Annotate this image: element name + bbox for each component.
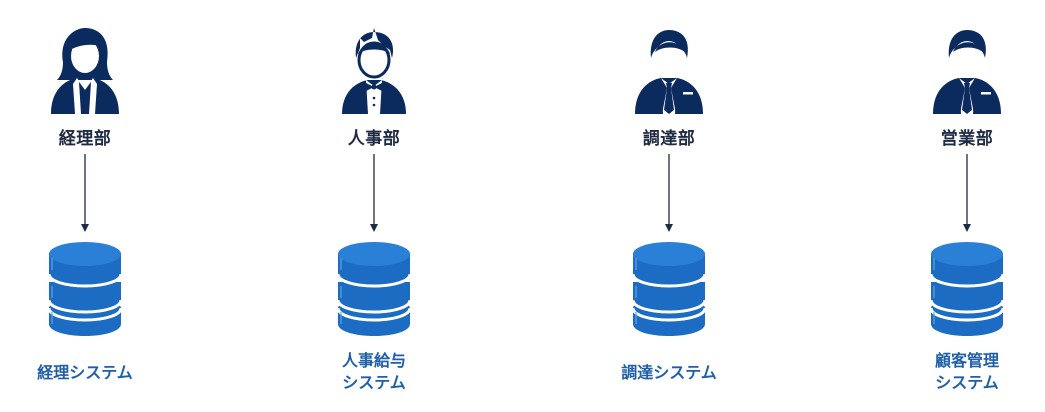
system-label: 経理システム bbox=[37, 363, 133, 382]
man-tie-icon bbox=[927, 24, 1007, 114]
man-bowtie-icon bbox=[334, 24, 414, 114]
arrow-down-icon bbox=[79, 154, 91, 234]
system-label: 人事給与 システム bbox=[341, 351, 406, 392]
department-label: 営業部 bbox=[940, 129, 994, 149]
department-label: 調達部 bbox=[642, 129, 696, 149]
database-icon bbox=[49, 238, 121, 336]
department-column-sales: 営業部 顧客管理 システム bbox=[882, 0, 1045, 412]
arrow-down-icon bbox=[961, 154, 973, 234]
system-label: 調達システム bbox=[621, 363, 717, 382]
department-label: 人事部 bbox=[347, 129, 401, 149]
woman-icon bbox=[45, 24, 125, 114]
department-column-procurement: 調達部 調達システム bbox=[584, 0, 754, 412]
arrow-down-icon bbox=[368, 154, 380, 234]
man-tie-icon bbox=[629, 24, 709, 114]
database-icon bbox=[633, 238, 705, 336]
department-label: 経理部 bbox=[58, 129, 112, 149]
system-label: 顧客管理 システム bbox=[934, 351, 999, 392]
database-icon bbox=[931, 238, 1003, 336]
department-column-accounting: 経理部 経理システム bbox=[0, 0, 170, 412]
department-column-hr: 人事部 人事給与 システム bbox=[289, 0, 459, 412]
database-icon bbox=[338, 238, 410, 336]
arrow-down-icon bbox=[663, 154, 675, 234]
